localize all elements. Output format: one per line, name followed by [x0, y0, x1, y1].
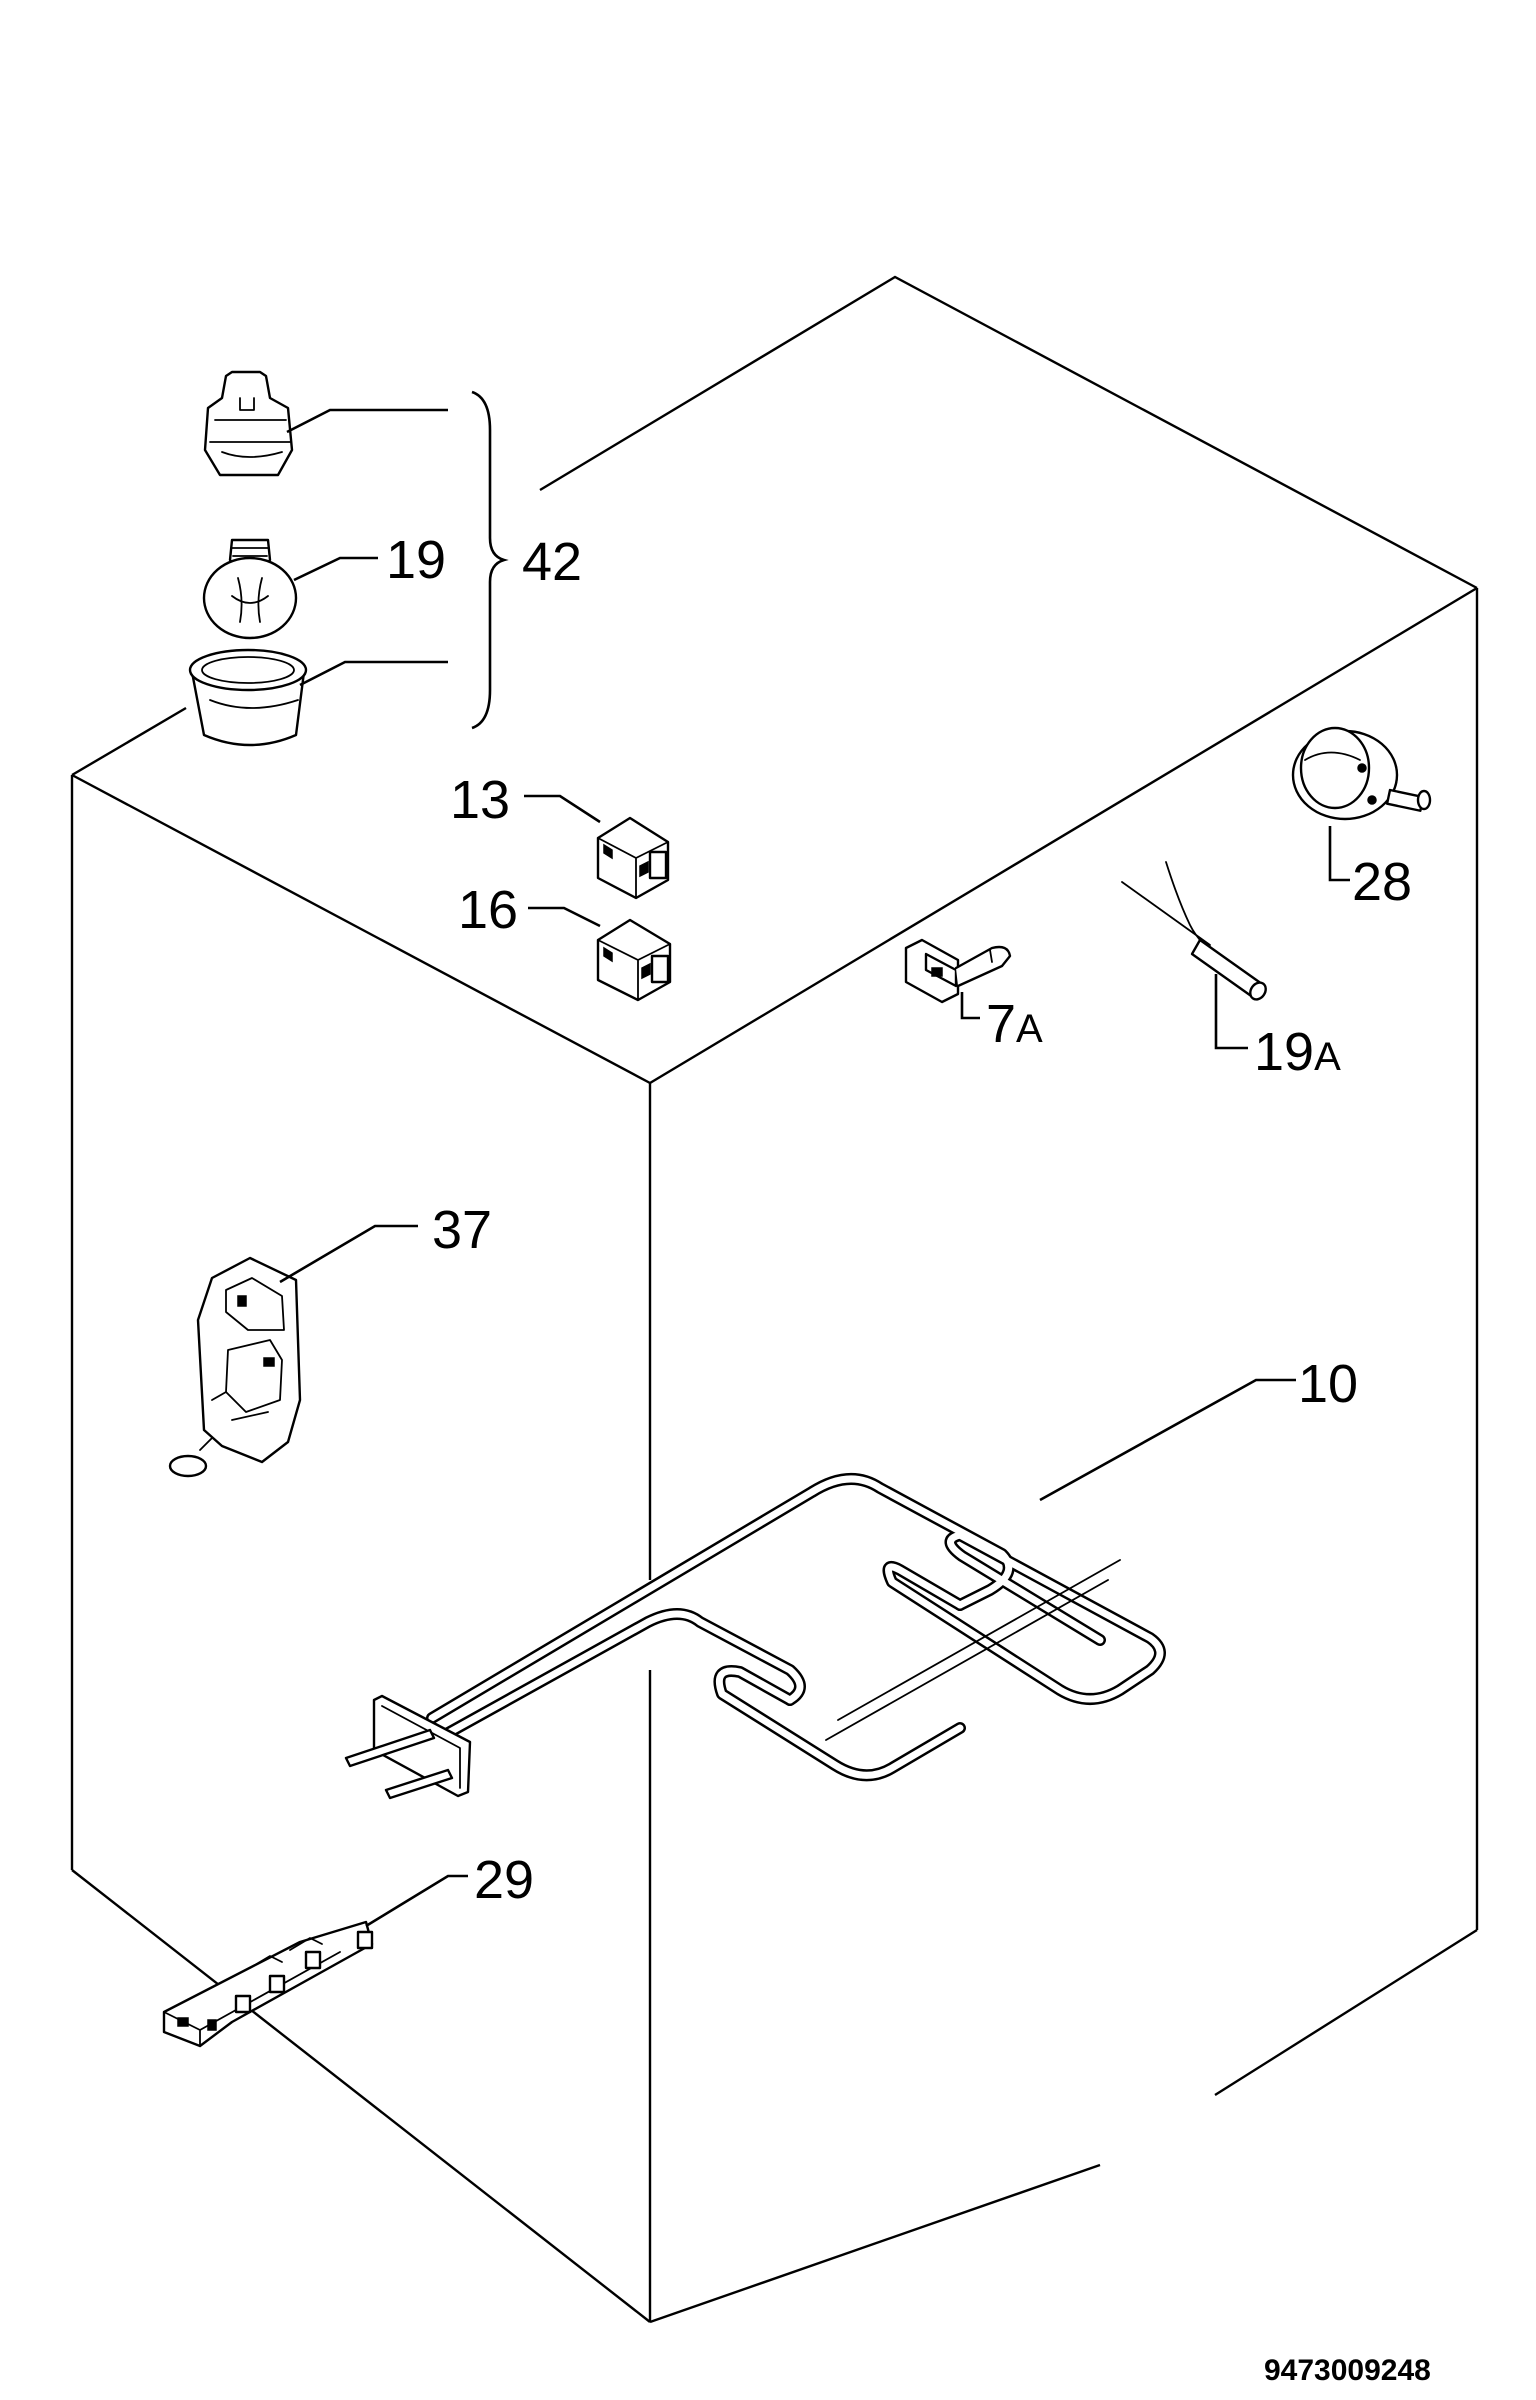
- callout-29: 29: [474, 1850, 534, 1910]
- lamp-group-brace: [471, 390, 509, 730]
- door-switch-7a-part: [904, 938, 1012, 1004]
- callout-7a: 7A: [986, 994, 1043, 1054]
- thermostat-28-part: [1291, 726, 1432, 821]
- leader-19a: [1214, 974, 1248, 1050]
- lamp-glass-cover-part: [188, 648, 308, 747]
- callout-19a-letter: A: [1314, 1035, 1341, 1079]
- callout-28: 28: [1352, 852, 1412, 912]
- callout-37: 37: [432, 1200, 492, 1260]
- callout-19a-number: 19: [1254, 1022, 1314, 1082]
- lamp-bulb-part: [202, 538, 298, 640]
- leader-10: [1039, 1378, 1296, 1502]
- leader-16: [528, 906, 601, 928]
- callout-7a-number: 7: [986, 994, 1016, 1054]
- cabinet-outline: [70, 275, 1479, 2324]
- switch-13-part: [596, 816, 670, 900]
- leader-13: [524, 794, 601, 824]
- leader-29: [365, 1874, 468, 1928]
- callout-7a-letter: A: [1016, 1007, 1043, 1051]
- heating-element-outer-tube: [426, 1472, 1166, 1782]
- terminal-block-29-part: [162, 1920, 374, 2048]
- switch-16-part: [596, 918, 672, 1002]
- callout-16: 16: [458, 880, 518, 940]
- temperature-sensor-19a-part: [1121, 861, 1267, 1001]
- callout-13: 13: [450, 770, 510, 830]
- grill-heating-element-10-part: [344, 1472, 1166, 1800]
- callout-42: 42: [522, 532, 582, 592]
- drawing-number: 9473009248: [1264, 2354, 1431, 2387]
- callout-19a: 19A: [1254, 1022, 1341, 1082]
- terminal-bracket-37-part: [168, 1256, 302, 1478]
- callout-19: 19: [386, 530, 446, 590]
- leader-7a: [960, 992, 980, 1020]
- callout-10: 10: [1298, 1354, 1358, 1414]
- leader-37: [279, 1224, 418, 1284]
- leader-28: [1328, 826, 1350, 882]
- lamp-holder-part: [203, 370, 294, 477]
- heating-element-inner-tube: [428, 1475, 1164, 1779]
- lamp-leader-lines: [286, 408, 448, 687]
